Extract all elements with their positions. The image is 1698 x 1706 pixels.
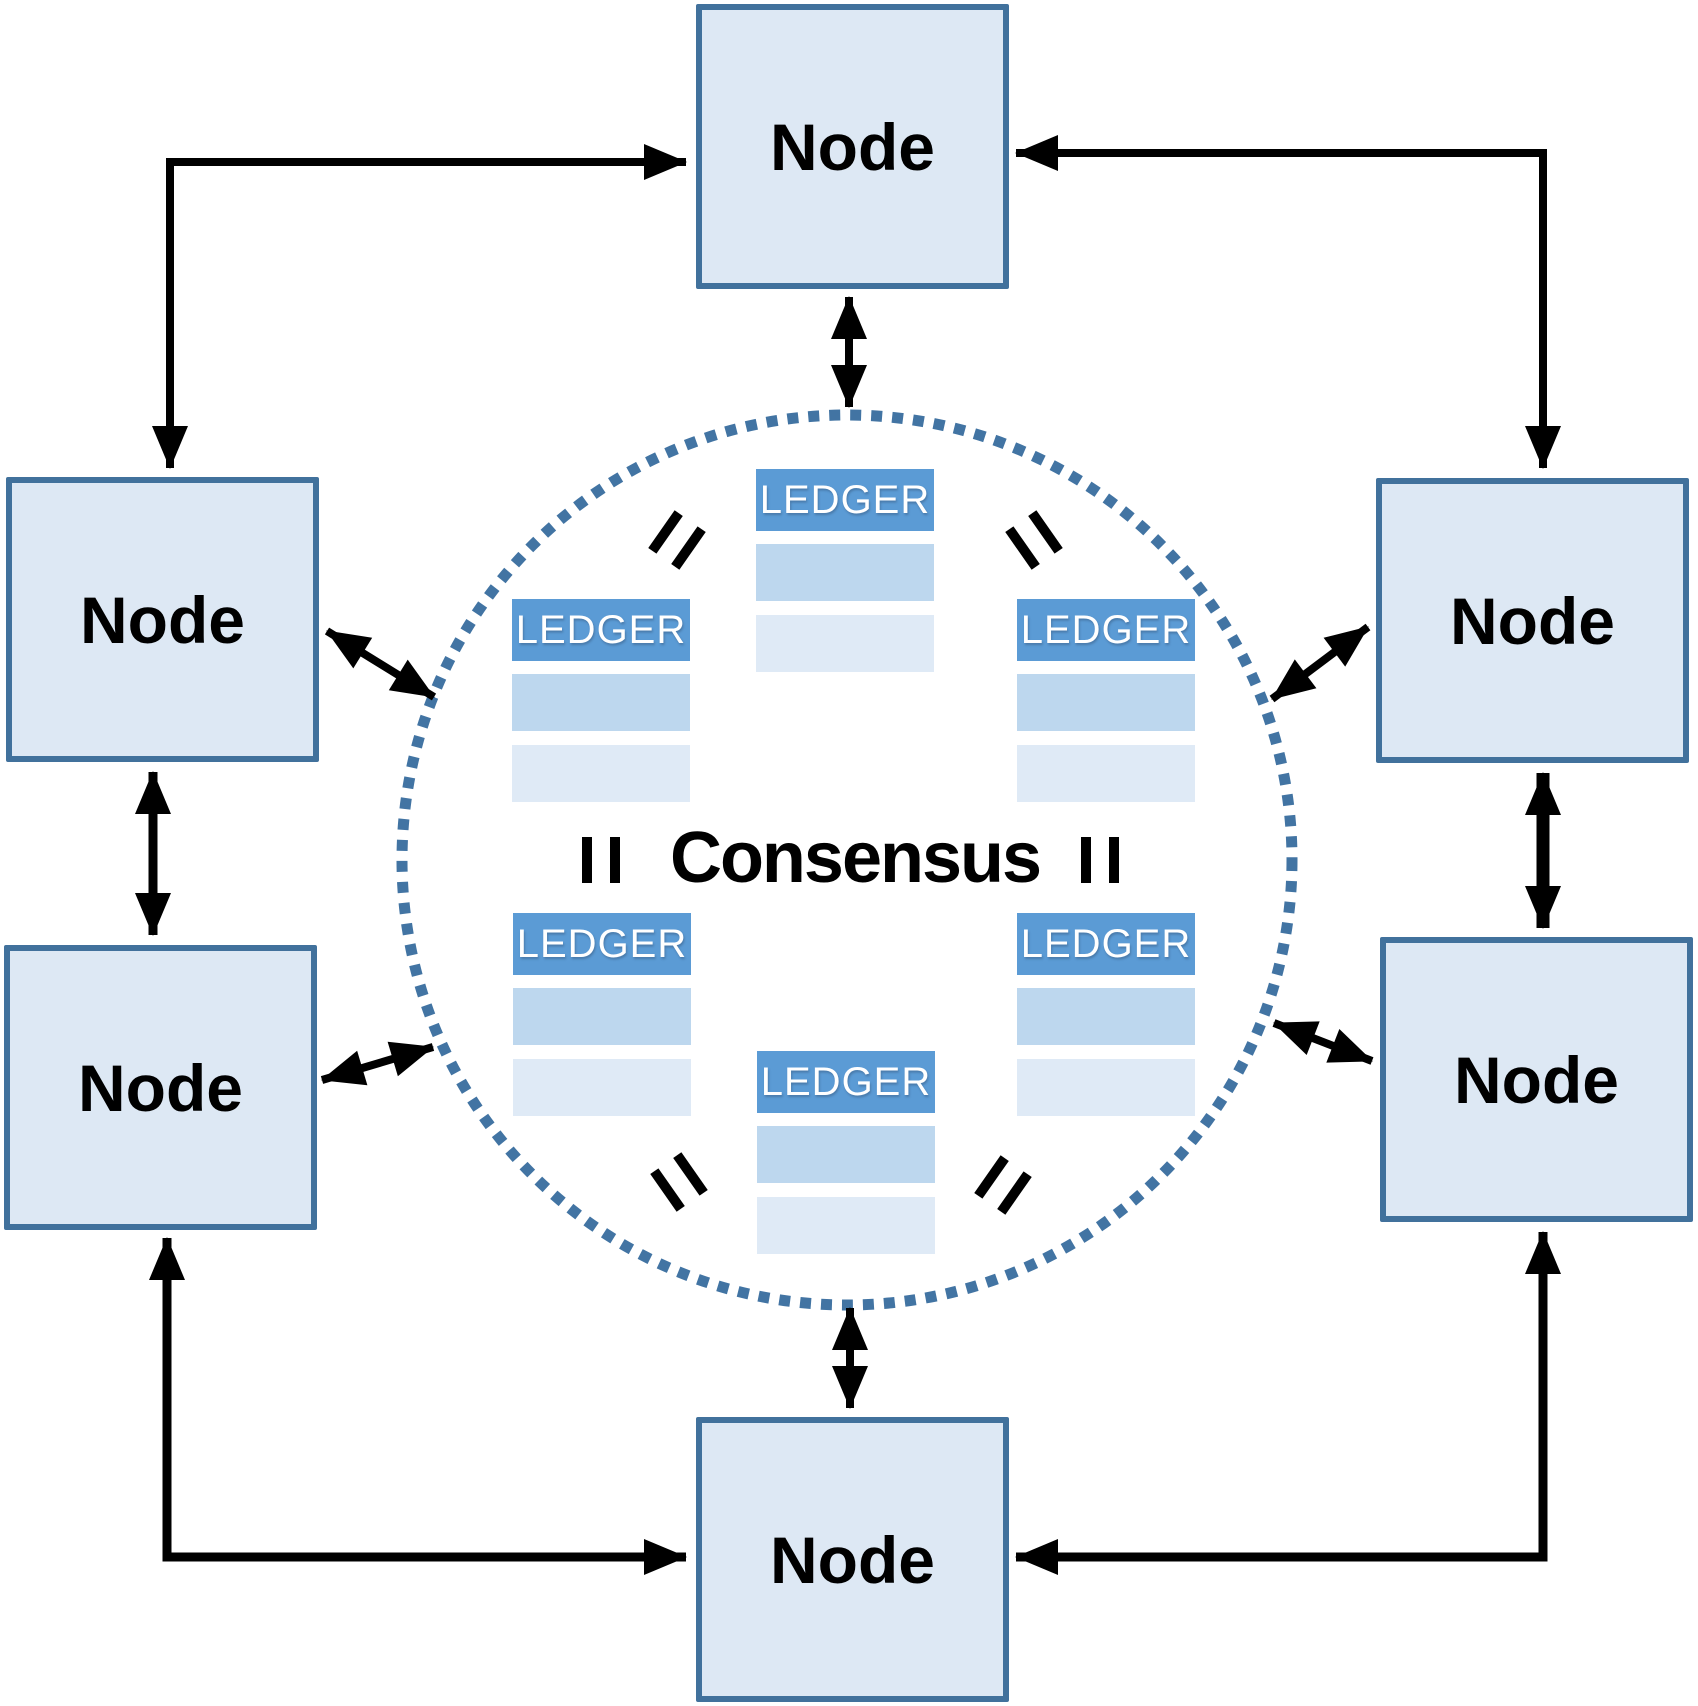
ledger-header: LEDGER <box>757 1051 935 1113</box>
ledger-upper-left: LEDGER <box>512 599 690 802</box>
node-label: Node <box>80 582 245 657</box>
arrow-upper-right-node-circle <box>1269 623 1371 703</box>
arrow-upper-left-node-circle <box>324 627 437 701</box>
node-lower-left: Node <box>4 945 317 1230</box>
ledger-header: LEDGER <box>512 599 690 661</box>
node-top: Node <box>696 4 1009 289</box>
ledger-row <box>513 988 691 1045</box>
ledger-header: LEDGER <box>513 913 691 975</box>
ledger-row <box>756 544 934 601</box>
arrow-lower-right-node-circle <box>1272 1019 1374 1065</box>
consensus-circle <box>396 409 1298 1311</box>
ledger-row <box>1017 988 1195 1045</box>
ledger-upper-right: LEDGER <box>1017 599 1195 802</box>
arrow-lower-left-node-circle <box>320 1041 435 1086</box>
equals-left <box>582 837 620 883</box>
node-label: Node <box>78 1050 243 1125</box>
node-lower-right: Node <box>1380 937 1693 1222</box>
consensus-label: Consensus <box>669 818 1042 898</box>
arrow-lower-right-to-bottom <box>1015 1231 1561 1575</box>
ledger-row <box>1017 745 1195 802</box>
ledger-row <box>1017 1059 1195 1116</box>
node-bottom: Node <box>696 1417 1009 1702</box>
ledger-header: LEDGER <box>756 469 934 531</box>
node-label: Node <box>1454 1042 1619 1117</box>
ledger-row <box>1017 674 1195 731</box>
ledger-bottom: LEDGER <box>757 1051 935 1254</box>
node-label: Node <box>770 1522 935 1597</box>
ledger-header: LEDGER <box>1017 599 1195 661</box>
node-label: Node <box>770 109 935 184</box>
node-upper-right: Node <box>1376 478 1689 763</box>
arrow-upper-right-to-top <box>1015 135 1561 469</box>
ledger-lower-left: LEDGER <box>513 913 691 1116</box>
ledger-lower-right: LEDGER <box>1017 913 1195 1116</box>
arrow-lower-left-to-bottom <box>149 1237 687 1575</box>
equals-right <box>1081 837 1119 883</box>
node-label: Node <box>1450 583 1615 658</box>
ledger-header: LEDGER <box>1017 913 1195 975</box>
ledger-top: LEDGER <box>756 469 934 672</box>
ledger-row <box>757 1126 935 1183</box>
ledger-row <box>512 674 690 731</box>
ledger-row <box>513 1059 691 1116</box>
ledger-row <box>512 745 690 802</box>
ledger-row <box>756 615 934 672</box>
node-upper-left: Node <box>6 477 319 762</box>
arrow-upper-left-to-top <box>152 144 687 469</box>
ledger-row <box>757 1197 935 1254</box>
